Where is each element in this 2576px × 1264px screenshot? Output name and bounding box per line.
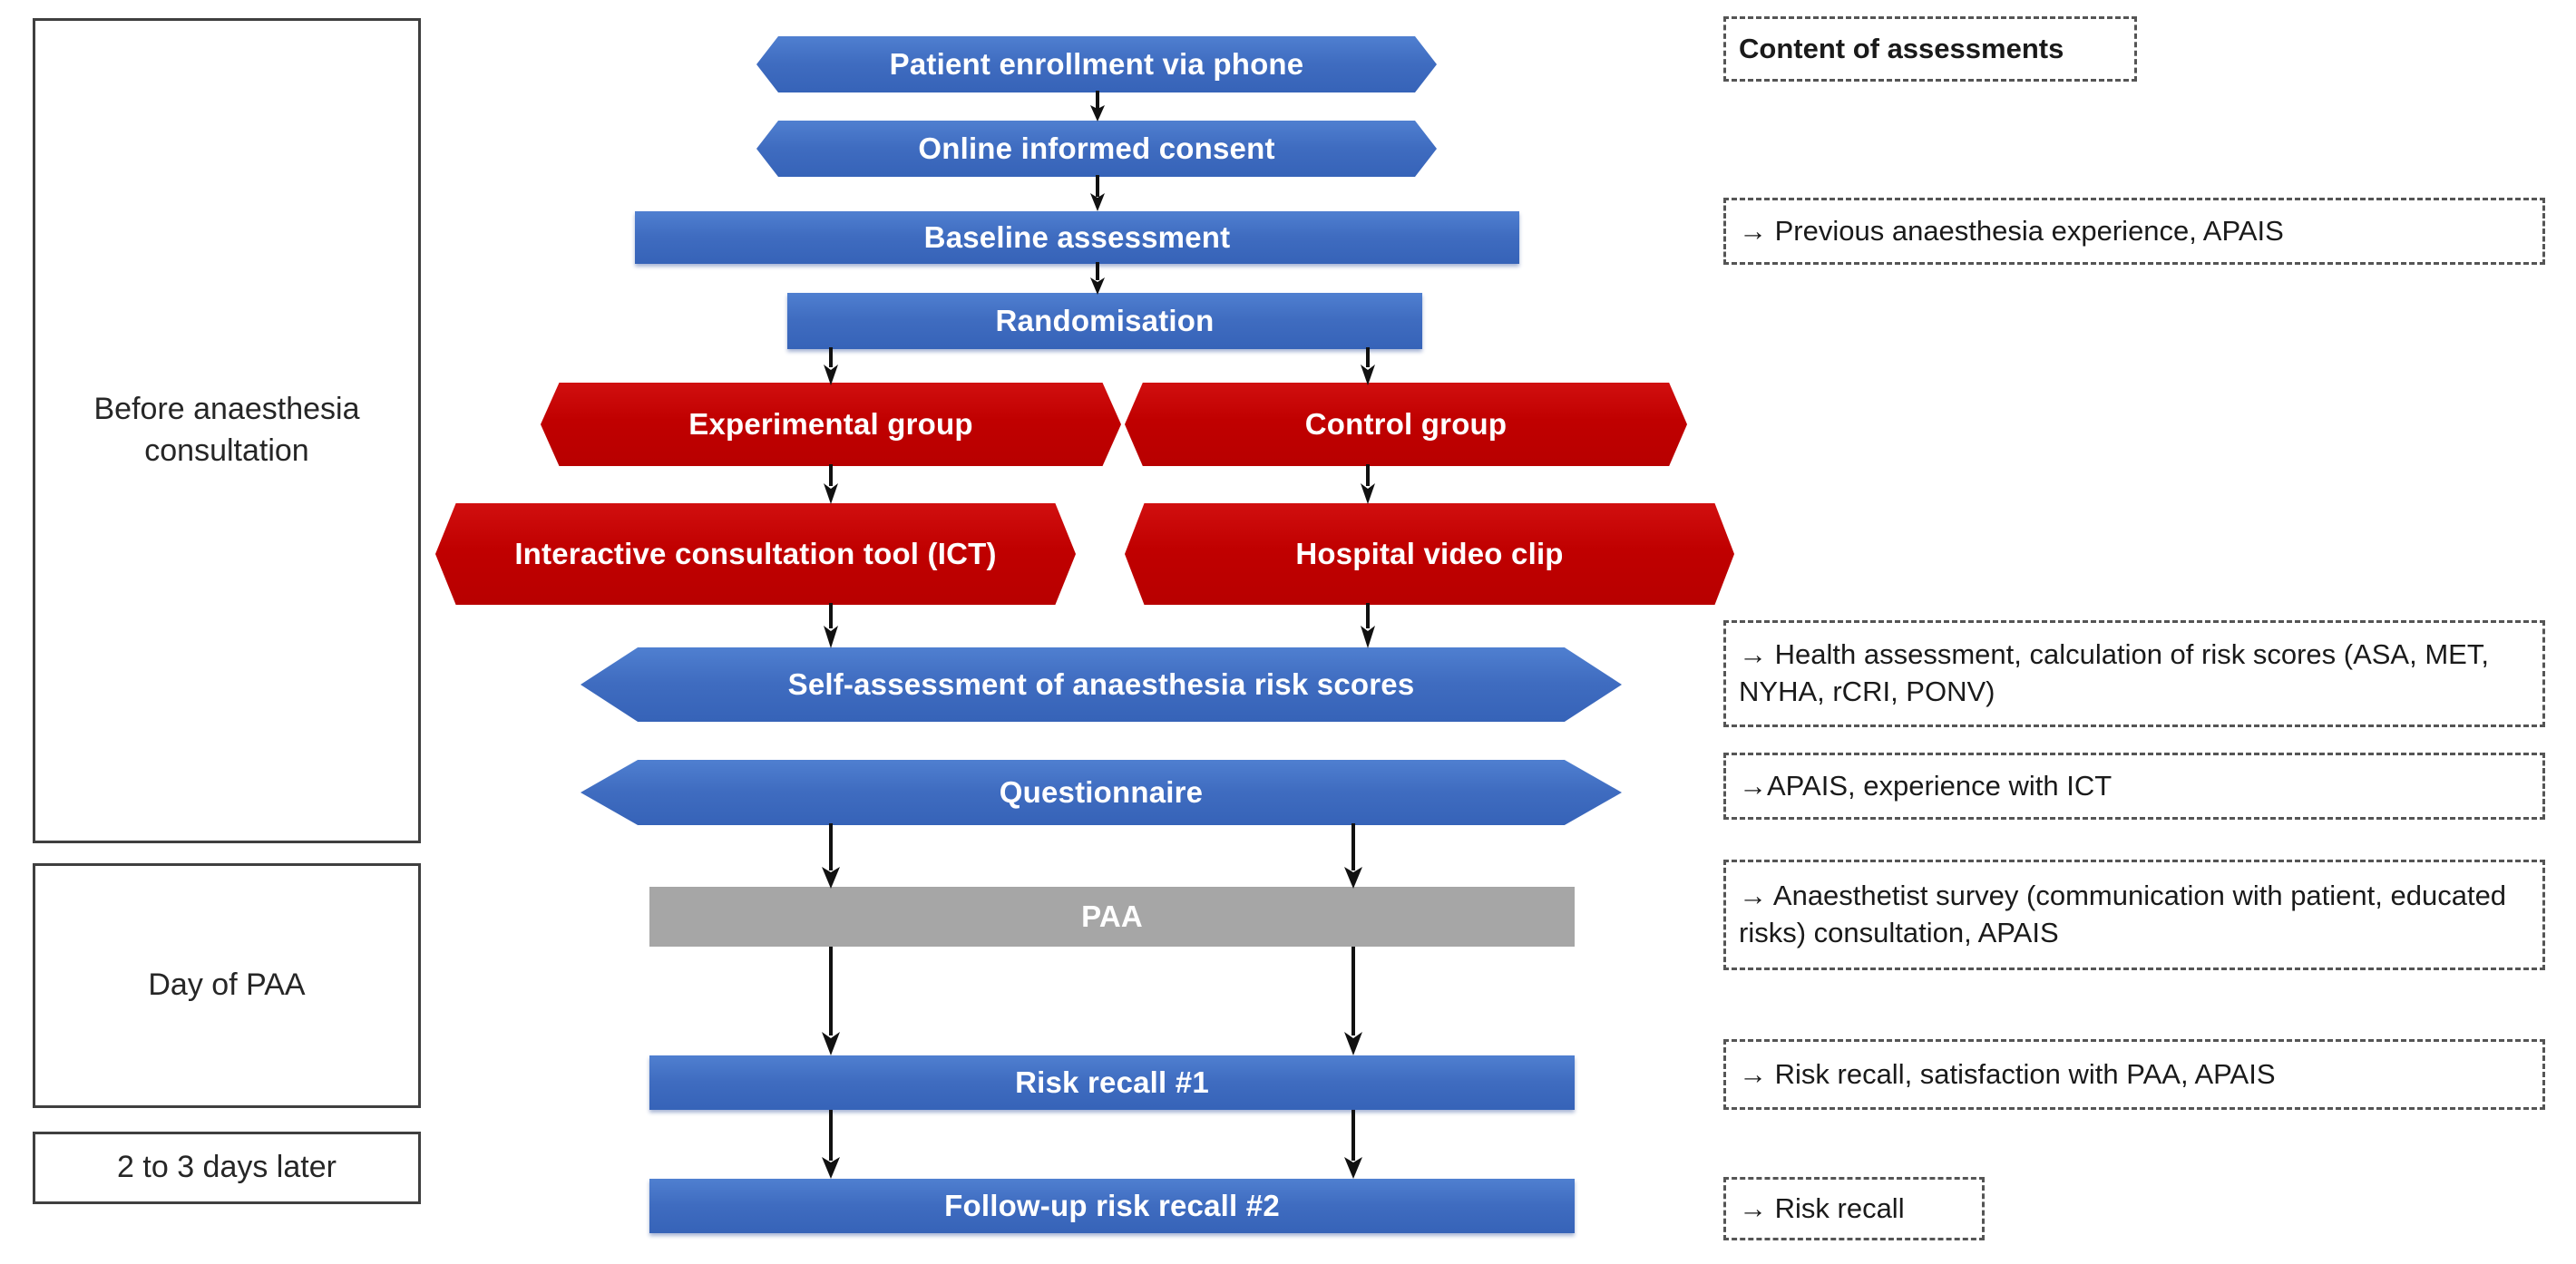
connector-arrow-video-to-self-assessment [1354, 603, 1381, 650]
phase-label-days-later: 2 to 3 days later [117, 1150, 337, 1185]
phase-box-before-consultation: Before anaesthesia consultation [33, 18, 421, 843]
phase-label-day-of-paa: Day of PAA [148, 967, 306, 1003]
phase-box-day-of-paa: Day of PAA [33, 863, 421, 1108]
flow-node-label: Control group [1304, 406, 1508, 441]
flow-node-label: Experimental group [688, 406, 973, 441]
connector-arrow-consent-to-baseline [1084, 175, 1111, 213]
flow-node-control-group[interactable]: Control group [1125, 383, 1687, 466]
note-box-content-of-assessments: Content of assessments [1723, 16, 2137, 82]
phase-label-before-consultation: Before anaesthesia consultation [93, 392, 360, 468]
connector-arrow-paa-to-risk-recall-right [1340, 947, 1367, 1057]
connector-arrow-recall1-to-recall2-left [817, 1110, 844, 1181]
note-box-health-assessment-risk-scores: → Health assessment, calculation of risk… [1723, 620, 2545, 727]
flow-node-label: Questionnaire [999, 774, 1204, 809]
connector-arrow-randomisation-to-experimental [817, 347, 844, 387]
note-text: →APAIS, experience with ICT [1739, 769, 2113, 802]
flow-node-label: Hospital video clip [1295, 536, 1564, 570]
flow-node-self-assessment-risk-scores[interactable]: Self-assessment of anaesthesia risk scor… [581, 647, 1622, 722]
connector-arrow-questionnaire-to-paa-right [1340, 823, 1367, 890]
note-box-risk-recall: → Risk recall [1723, 1177, 1985, 1240]
flow-node-label: Self-assessment of anaesthesia risk scor… [787, 666, 1415, 701]
flow-node-experimental-group[interactable]: Experimental group [541, 383, 1121, 466]
flow-node-label: Follow-up risk recall #2 [944, 1188, 1280, 1222]
note-text: → Health assessment, calculation of risk… [1739, 638, 2489, 707]
flow-node-risk-recall-1[interactable]: Risk recall #1 [649, 1055, 1575, 1110]
flow-node-patient-enrollment[interactable]: Patient enrollment via phone [756, 36, 1437, 92]
connector-arrow-baseline-to-randomisation [1084, 262, 1111, 297]
flow-node-interactive-consultation-tool[interactable]: Interactive consultation tool (ICT) [435, 503, 1076, 605]
flow-node-label: Risk recall #1 [1015, 1065, 1209, 1099]
connector-arrow-ict-to-self-assessment [817, 603, 844, 650]
flow-node-baseline-assessment[interactable]: Baseline assessment [635, 211, 1519, 264]
flow-node-label: Patient enrollment via phone [889, 46, 1304, 81]
flow-node-label: Baseline assessment [923, 219, 1231, 254]
note-text: Content of assessments [1739, 32, 2064, 64]
note-box-anaesthetist-survey: → Anaesthetist survey (communication wit… [1723, 860, 2545, 970]
connector-arrow-randomisation-to-control [1354, 347, 1381, 387]
note-text: → Anaesthetist survey (communication wit… [1739, 880, 2507, 948]
flow-node-label: Interactive consultation tool (ICT) [514, 536, 997, 570]
connector-arrow-control-to-video [1354, 464, 1381, 506]
phase-box-days-later: 2 to 3 days later [33, 1132, 421, 1204]
note-box-previous-anaesthesia-experience: → Previous anaesthesia experience, APAIS [1723, 198, 2545, 265]
connector-arrow-enrollment-to-consent [1084, 91, 1111, 123]
note-text: → Risk recall [1739, 1191, 1905, 1224]
flow-node-follow-up-risk-recall-2[interactable]: Follow-up risk recall #2 [649, 1179, 1575, 1233]
flow-node-hospital-video-clip[interactable]: Hospital video clip [1125, 503, 1734, 605]
connector-arrow-paa-to-risk-recall-left [817, 947, 844, 1057]
note-box-apais-experience-with-ict: →APAIS, experience with ICT [1723, 753, 2545, 820]
flow-node-questionnaire[interactable]: Questionnaire [581, 760, 1622, 825]
flow-node-label: Online informed consent [918, 131, 1275, 165]
flow-node-label: Randomisation [995, 303, 1215, 337]
connector-arrow-experimental-to-ict [817, 464, 844, 506]
note-text: → Risk recall, satisfaction with PAA, AP… [1739, 1057, 2276, 1090]
note-text: → Previous anaesthesia experience, APAIS [1739, 214, 2284, 247]
flow-node-paa[interactable]: PAA [649, 887, 1575, 947]
connector-arrow-recall1-to-recall2-right [1340, 1110, 1367, 1181]
flow-node-randomisation[interactable]: Randomisation [787, 293, 1422, 349]
note-box-risk-recall-satisfaction: → Risk recall, satisfaction with PAA, AP… [1723, 1039, 2545, 1110]
connector-arrow-questionnaire-to-paa-left [817, 823, 844, 890]
flow-node-label: PAA [1081, 899, 1143, 933]
flow-node-online-informed-consent[interactable]: Online informed consent [756, 121, 1437, 177]
